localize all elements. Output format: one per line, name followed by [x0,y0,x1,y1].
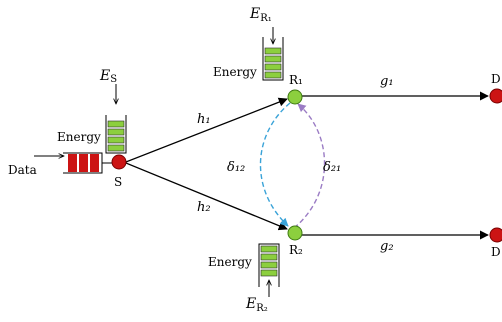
dest1-label: D [491,72,501,86]
relay1-battery-cell [264,55,282,63]
delta21-label: δ₂₁ [323,160,341,175]
delta-12-curve [259,102,291,227]
relay1-battery-cell [264,63,282,71]
relay2-battery-outline [258,243,280,287]
source-battery-cell [107,136,125,144]
data-label: Data [8,163,37,177]
relay1-node [287,89,303,105]
source-battery-cell [107,144,125,152]
delta-21-curve [293,103,326,229]
source-battery-outline [105,115,127,154]
relay2-node [287,225,303,241]
source-battery-cell [107,128,125,136]
source-energy-label: Energy [57,130,101,144]
link-s-r2 [125,162,288,231]
relay1-harvest-label: ER₁ [249,6,272,24]
relay1-energy-label: Energy [213,65,257,79]
relay2-energy-label: Energy [208,255,252,269]
source-label: S [114,175,122,189]
relay2-battery-cell [260,261,278,269]
data-buffer-cell [90,154,99,172]
source-harvest-label: ES [99,68,117,85]
g2-label: g₂ [380,239,394,254]
relay1-battery-cell [264,47,282,55]
dest1-node [489,88,502,104]
source-node [111,154,127,170]
relay2-battery-cell [260,269,278,277]
relay2-harvest-label: ER₂ [245,296,268,314]
relay1-battery-cell [264,71,282,79]
g1-label: g₁ [380,74,394,89]
relay2-label: R₂ [289,243,303,257]
relay2-battery-cell [260,253,278,261]
source-battery-cell [107,120,125,128]
relay1-battery-outline [262,37,284,81]
data-buffer-cell [79,154,88,172]
data-buffer-cell [68,154,77,172]
h2-label: h₂ [197,200,211,215]
delta12-label: δ₁₂ [227,160,245,175]
link-s-r1 [125,97,288,163]
h1-label: h₁ [197,112,211,127]
dest2-node [489,227,502,243]
dest2-label: D [491,245,501,259]
relay2-battery-cell [260,245,278,253]
relay1-label: R₁ [289,73,303,87]
